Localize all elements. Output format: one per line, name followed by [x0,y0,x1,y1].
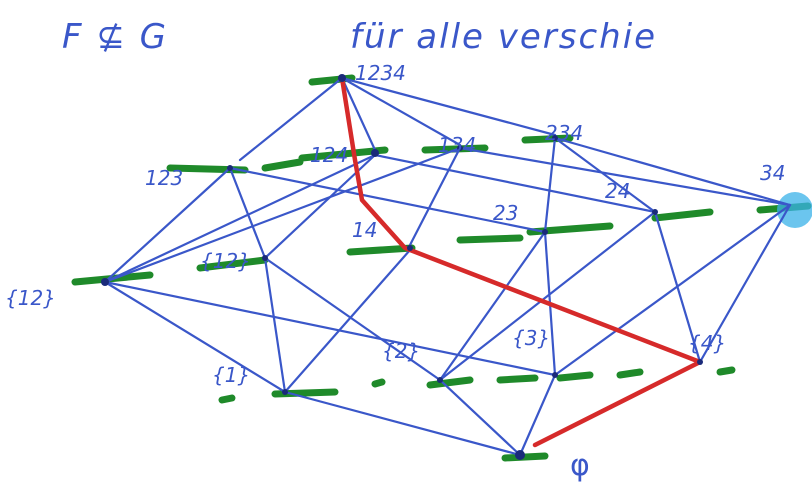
node-dots [101,74,703,460]
node-label: 23 [493,201,518,225]
node-label: 134 [438,133,476,157]
node-label: {12} [5,286,56,310]
node-label: {1} [212,363,250,387]
node-label: 234 [545,121,583,145]
highlight-dot [777,192,812,228]
title-left: F ⊈ G [62,17,168,57]
node-label: 24 [605,179,630,203]
node-label: 14 [352,218,377,242]
node-label: 1234 [355,61,406,85]
node-label: {4} [688,331,726,355]
node-label: {12} [200,249,251,273]
node-label: 123 [145,166,183,190]
red-path [339,75,703,448]
node-label: 34 [760,161,785,185]
node-label: 124 [310,143,348,167]
node-label: {2} [382,339,420,363]
title-right: für alle verschie [350,17,657,57]
node-label: {3} [512,326,550,350]
node-label: φ [570,448,590,483]
node-labels: 1234 123 124 134 234 {12} 14 23 24 34 {1… [5,61,785,483]
